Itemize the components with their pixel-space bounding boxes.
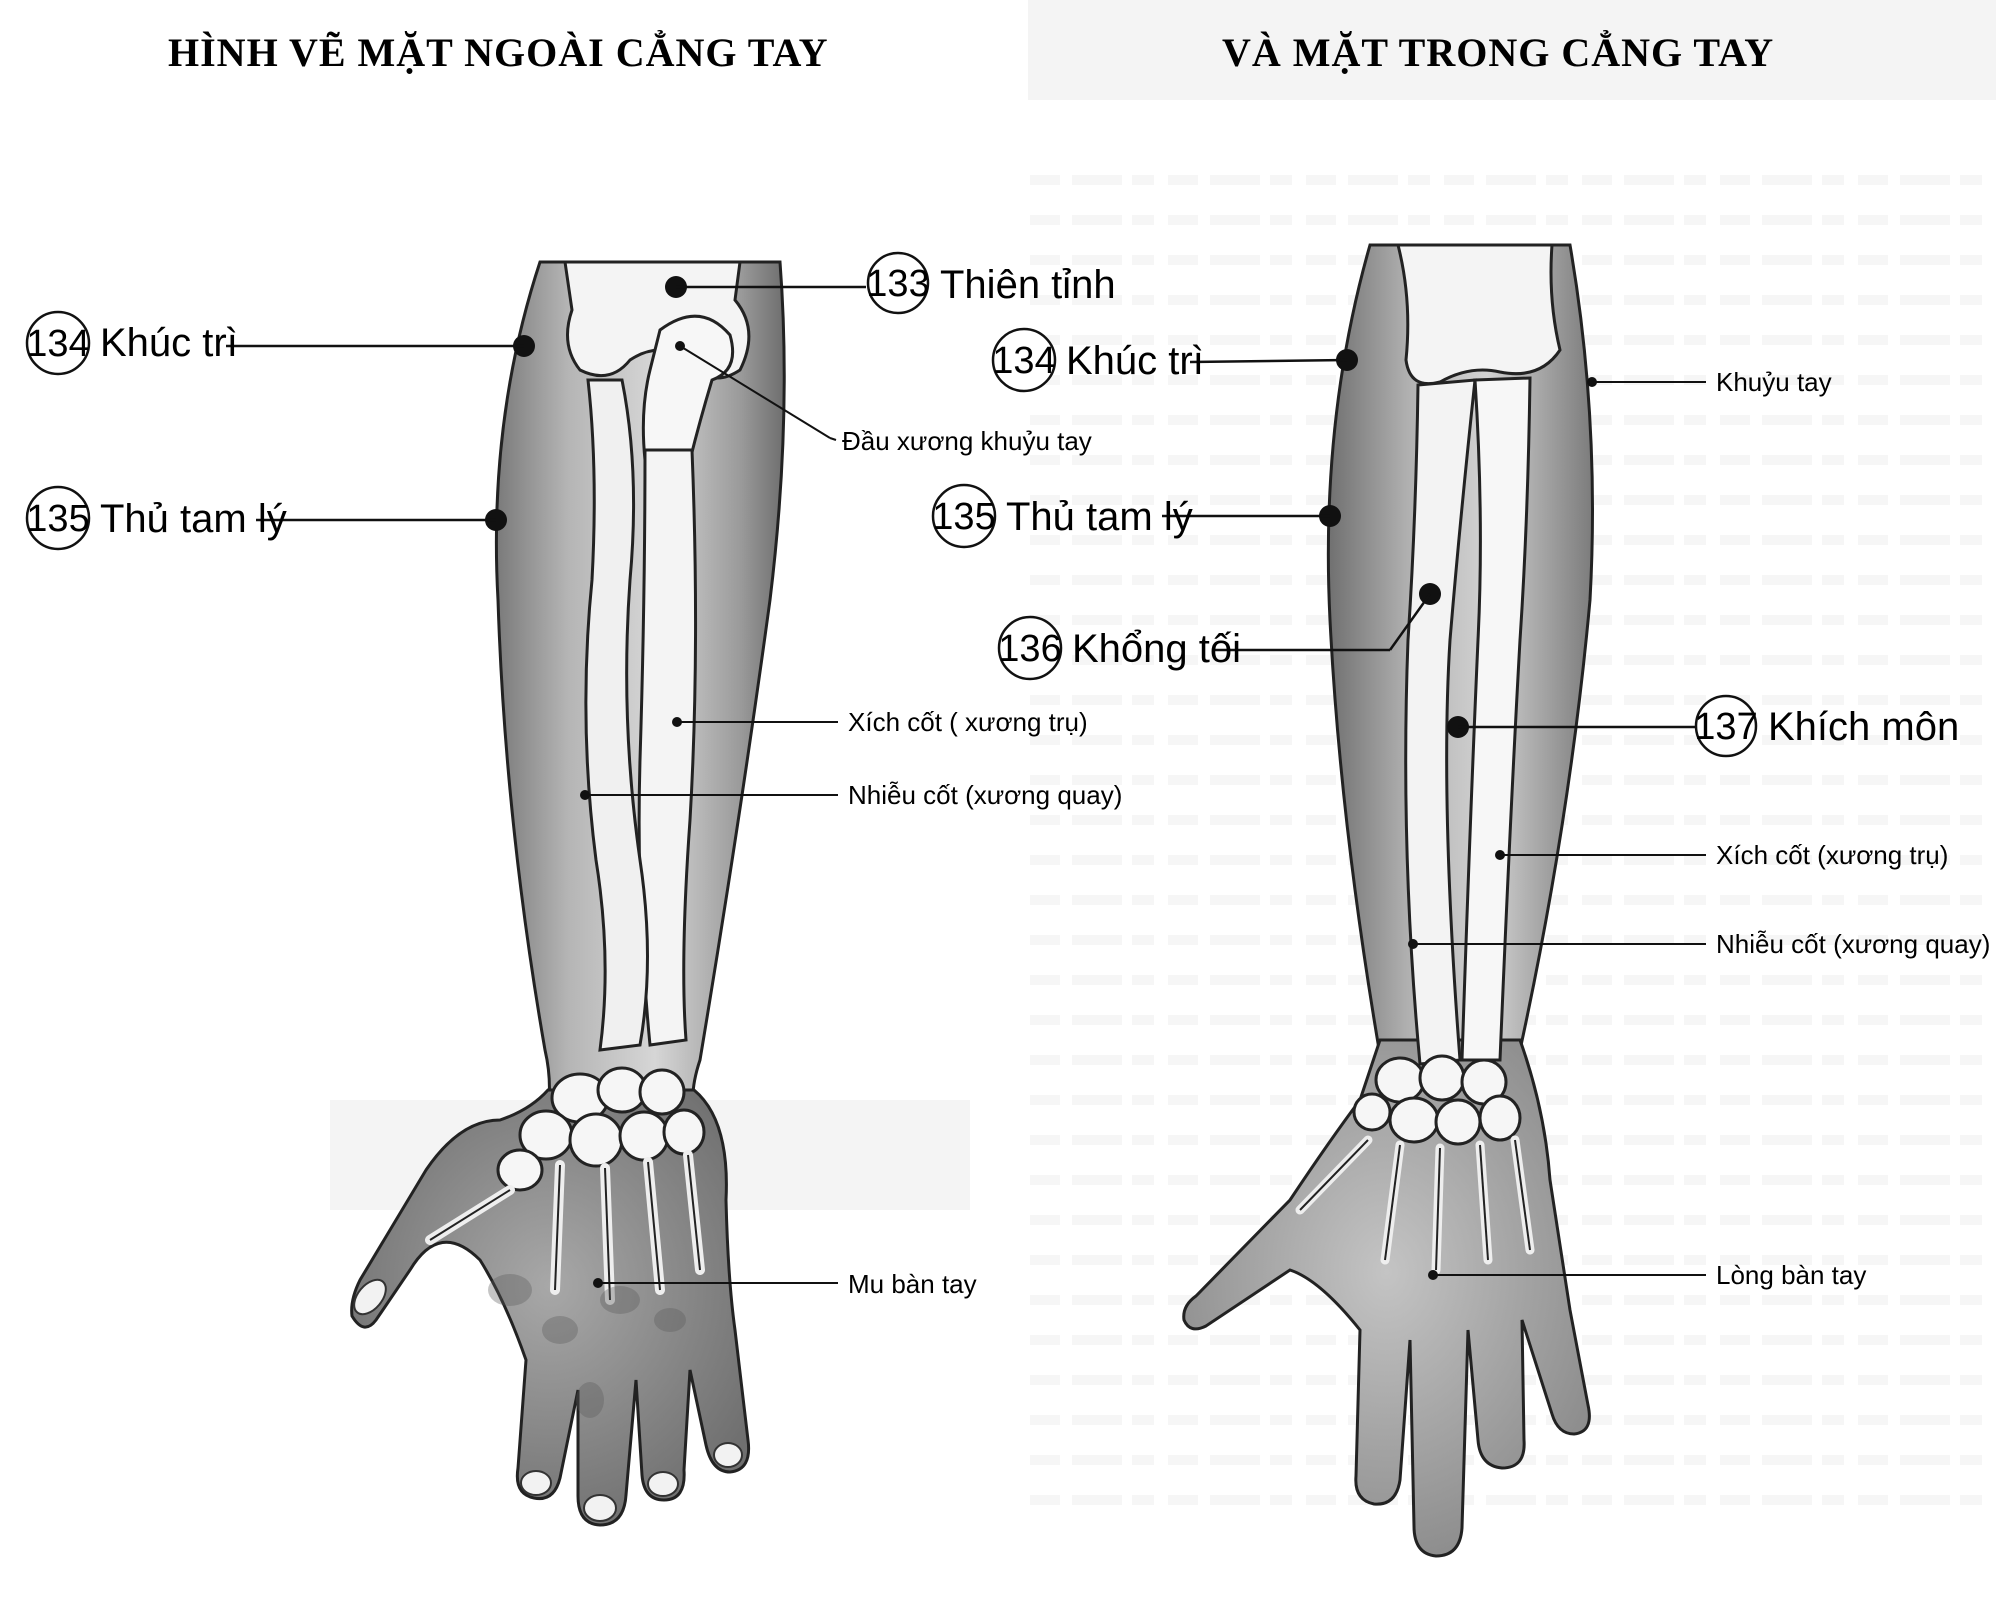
outer-ulna-label: Xích cốt ( xương trụ) <box>848 707 1088 737</box>
outer-radius-bone <box>584 378 649 1052</box>
acupoint-name: Thủ tam lý <box>1006 495 1193 539</box>
right-title: VÀ MẶT TRONG CẲNG TAY <box>1222 29 1774 75</box>
acupoint-name: Khổng tối <box>1072 627 1241 671</box>
elbow-label: Khuỷu tay <box>1716 367 1832 397</box>
label-elbow: Khuỷu tay <box>1587 367 1832 397</box>
label-outer-ulna: Xích cốt ( xương trụ) <box>672 707 1088 737</box>
acupoint-133-thien-tinh: 133 Thiên tỉnh <box>665 251 1116 315</box>
inner-forearm-illustration <box>1182 243 1594 1558</box>
label-back-of-hand: Mu bàn tay <box>593 1269 977 1299</box>
acupoint-136-khong-toi: 136 Khổng tối <box>997 583 1441 681</box>
acupoint-name: Thiên tỉnh <box>940 263 1116 307</box>
acupoint-name: Khúc trì <box>1066 339 1204 383</box>
acupoint-135-thu-tam-ly-inner: 135 Thủ tam lý <box>931 483 1341 549</box>
inner-ulna-bone <box>1460 376 1532 1062</box>
outer-carpal-bones <box>496 1066 706 1192</box>
olecranon-label: Đầu xương khuỷu tay <box>842 426 1092 456</box>
inner-radius-label: Nhiễu cốt (xương quay) <box>1716 929 1990 959</box>
outer-forearm-illustration <box>350 260 786 1527</box>
acupoint-137-khich-mon: 137 Khích môn <box>1447 694 1959 758</box>
acupoint-number: 135 <box>26 498 89 540</box>
inner-ulna-label: Xích cốt (xương trụ) <box>1716 840 1948 870</box>
outer-radius-label: Nhiễu cốt (xương quay) <box>848 780 1122 810</box>
label-inner-radius: Nhiễu cốt (xương quay) <box>1408 929 1990 959</box>
label-inner-ulna: Xích cốt (xương trụ) <box>1495 840 1948 870</box>
back-of-hand-label: Mu bàn tay <box>848 1269 977 1299</box>
inner-humerus-bone <box>1396 243 1562 386</box>
inner-radius-bone <box>1404 378 1477 1066</box>
outer-ulna-bone <box>637 448 698 1047</box>
acupoint-number: 137 <box>1694 706 1757 748</box>
label-olecranon: Đầu xương khuỷu tay <box>675 341 1092 456</box>
left-title: HÌNH VẼ MẶT NGOÀI CẲNG TAY <box>168 29 829 75</box>
acupoint-name: Khích môn <box>1768 705 1959 749</box>
label-outer-radius: Nhiễu cốt (xương quay) <box>580 780 1122 810</box>
acupoint-number: 134 <box>992 340 1055 382</box>
acupoint-134-khuc-tri-outer: 134 Khúc trì <box>25 310 535 376</box>
olecranon-bone <box>641 314 735 462</box>
acupoint-number: 133 <box>866 263 929 305</box>
acupoint-134-khuc-tri-inner: 134 Khúc trì <box>991 327 1358 393</box>
acupoint-name: Thủ tam lý <box>100 497 287 541</box>
acupoint-name: Khúc trì <box>100 321 238 365</box>
acupoint-number: 135 <box>932 496 995 538</box>
label-palm: Lòng bàn tay <box>1428 1260 1866 1290</box>
acupoint-number: 134 <box>26 323 89 365</box>
palm-skin <box>1182 1038 1591 1558</box>
acupoint-135-thu-tam-ly-outer: 135 Thủ tam lý <box>25 485 507 551</box>
palm-label: Lòng bàn tay <box>1716 1260 1866 1290</box>
inner-carpal-bones <box>1352 1054 1522 1146</box>
acupoint-number: 136 <box>998 628 1061 670</box>
